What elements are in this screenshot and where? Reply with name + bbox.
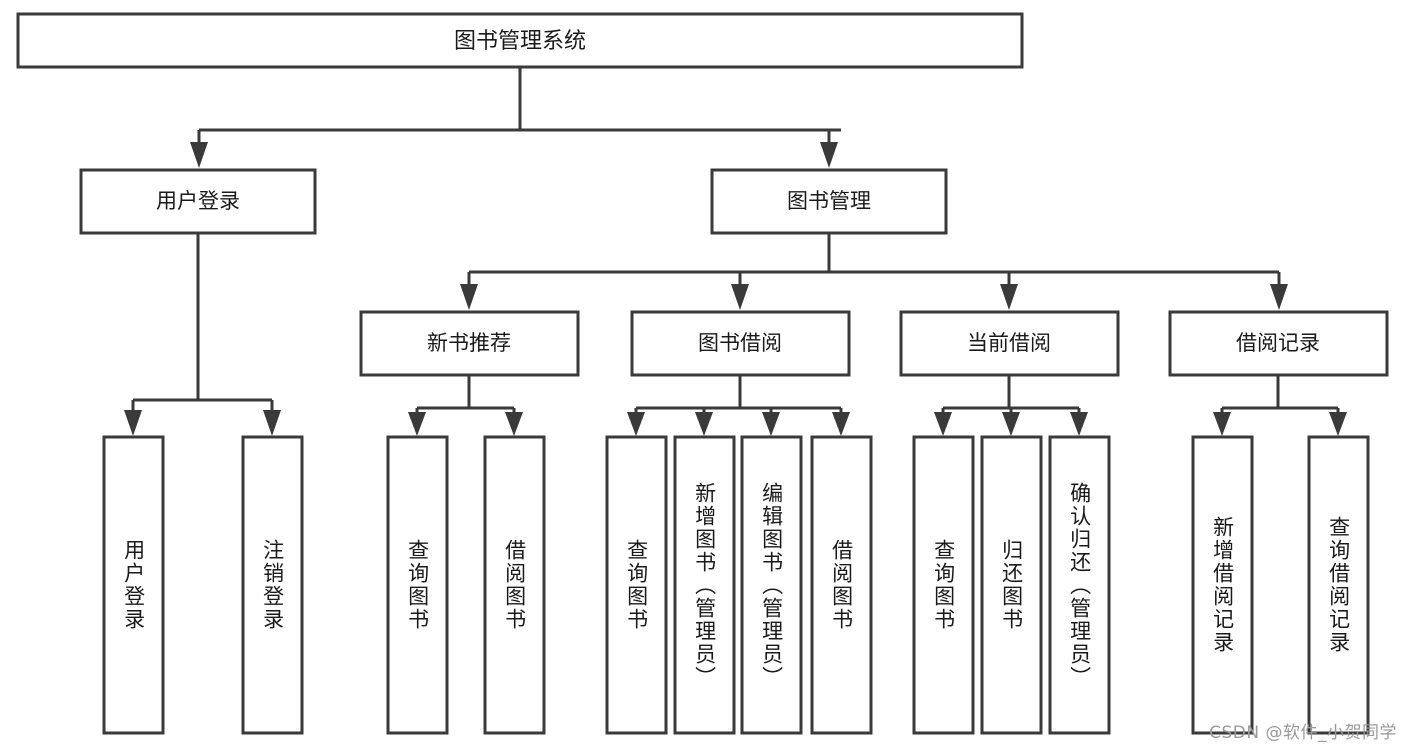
arrow-head-icon — [1070, 412, 1088, 436]
node-book-borrow-label: 图书借阅 — [698, 331, 782, 355]
leaf-box-borrow-book[interactable] — [810, 435, 873, 735]
node-current-borrow[interactable]: 当前借阅 — [899, 310, 1120, 377]
arrow-head-icon — [695, 412, 713, 436]
arrow-head-icon — [627, 412, 645, 436]
node-user-login-box[interactable] — [79, 168, 317, 235]
arrow-head-icon — [460, 284, 478, 310]
arrow-head-icon — [762, 412, 780, 436]
leaf-box-add-book-admin[interactable] — [673, 435, 736, 735]
node-borrow-record-label: 借阅记录 — [1236, 331, 1320, 355]
node-root-label: 图书管理系统 — [454, 29, 586, 54]
arrow-head-icon — [1000, 284, 1018, 310]
connector-new-book-recommend-to-leaves — [408, 375, 523, 436]
connector-current-borrow-to-leaves — [934, 375, 1088, 436]
node-current-borrow-label: 当前借阅 — [967, 331, 1051, 355]
leaf-box-user-login[interactable] — [102, 435, 165, 735]
node-new-book-recommend-label: 新书推荐 — [427, 331, 511, 355]
node-book-management-label: 图书管理 — [787, 189, 871, 213]
leaf-box-user-logout[interactable] — [241, 435, 304, 735]
connector-root-to-level2 — [190, 67, 841, 168]
arrow-head-icon — [820, 142, 838, 168]
leaf-box-query-book-current[interactable] — [912, 435, 975, 735]
connector-book-management-to-level3 — [460, 233, 1288, 310]
watermark-text: CSDN @软件_小贺同学 — [1209, 723, 1397, 743]
node-borrow-record[interactable]: 借阅记录 — [1168, 310, 1389, 377]
connector-borrow-record-to-leaves — [1213, 375, 1347, 436]
arrow-head-icon — [505, 412, 523, 436]
arrow-head-icon — [190, 142, 208, 168]
node-user-login[interactable]: 用户登录 — [79, 168, 317, 235]
arrow-head-icon — [1213, 412, 1231, 436]
leaf-box-query-book-recommend[interactable] — [386, 435, 449, 735]
arrow-head-icon — [263, 410, 281, 436]
arrow-head-icon — [934, 412, 952, 436]
node-user-login-label: 用户登录 — [156, 189, 240, 213]
node-current-borrow-box[interactable] — [899, 310, 1120, 377]
arrow-head-icon — [731, 284, 749, 310]
node-book-management[interactable]: 图书管理 — [710, 168, 948, 235]
leaf-box-add-borrow-record[interactable] — [1191, 435, 1254, 735]
arrow-head-icon — [832, 412, 850, 436]
leaf-box-borrow-book-recommend[interactable] — [483, 435, 546, 735]
leaf-box-query-borrow-record[interactable] — [1307, 435, 1370, 735]
node-root-box[interactable] — [16, 12, 1024, 69]
node-root[interactable]: 图书管理系统 — [16, 12, 1024, 69]
leaf-box-edit-book-admin[interactable] — [740, 435, 803, 735]
node-new-book-recommend-box[interactable] — [359, 310, 580, 377]
arrow-head-icon — [1270, 284, 1288, 310]
node-book-borrow[interactable]: 图书借阅 — [630, 310, 851, 377]
arrow-head-icon — [1002, 412, 1020, 436]
arrow-head-icon — [124, 410, 142, 436]
connector-user-login-to-leaves — [124, 233, 281, 436]
connector-book-borrow-to-leaves — [627, 375, 850, 436]
leaf-box-confirm-return-admin[interactable] — [1048, 435, 1111, 735]
leaf-box-return-book[interactable] — [980, 435, 1043, 735]
leaf-box-query-book-borrow[interactable] — [605, 435, 668, 735]
node-new-book-recommend[interactable]: 新书推荐 — [359, 310, 580, 377]
arrow-head-icon — [408, 412, 426, 436]
arrow-head-icon — [1329, 412, 1347, 436]
